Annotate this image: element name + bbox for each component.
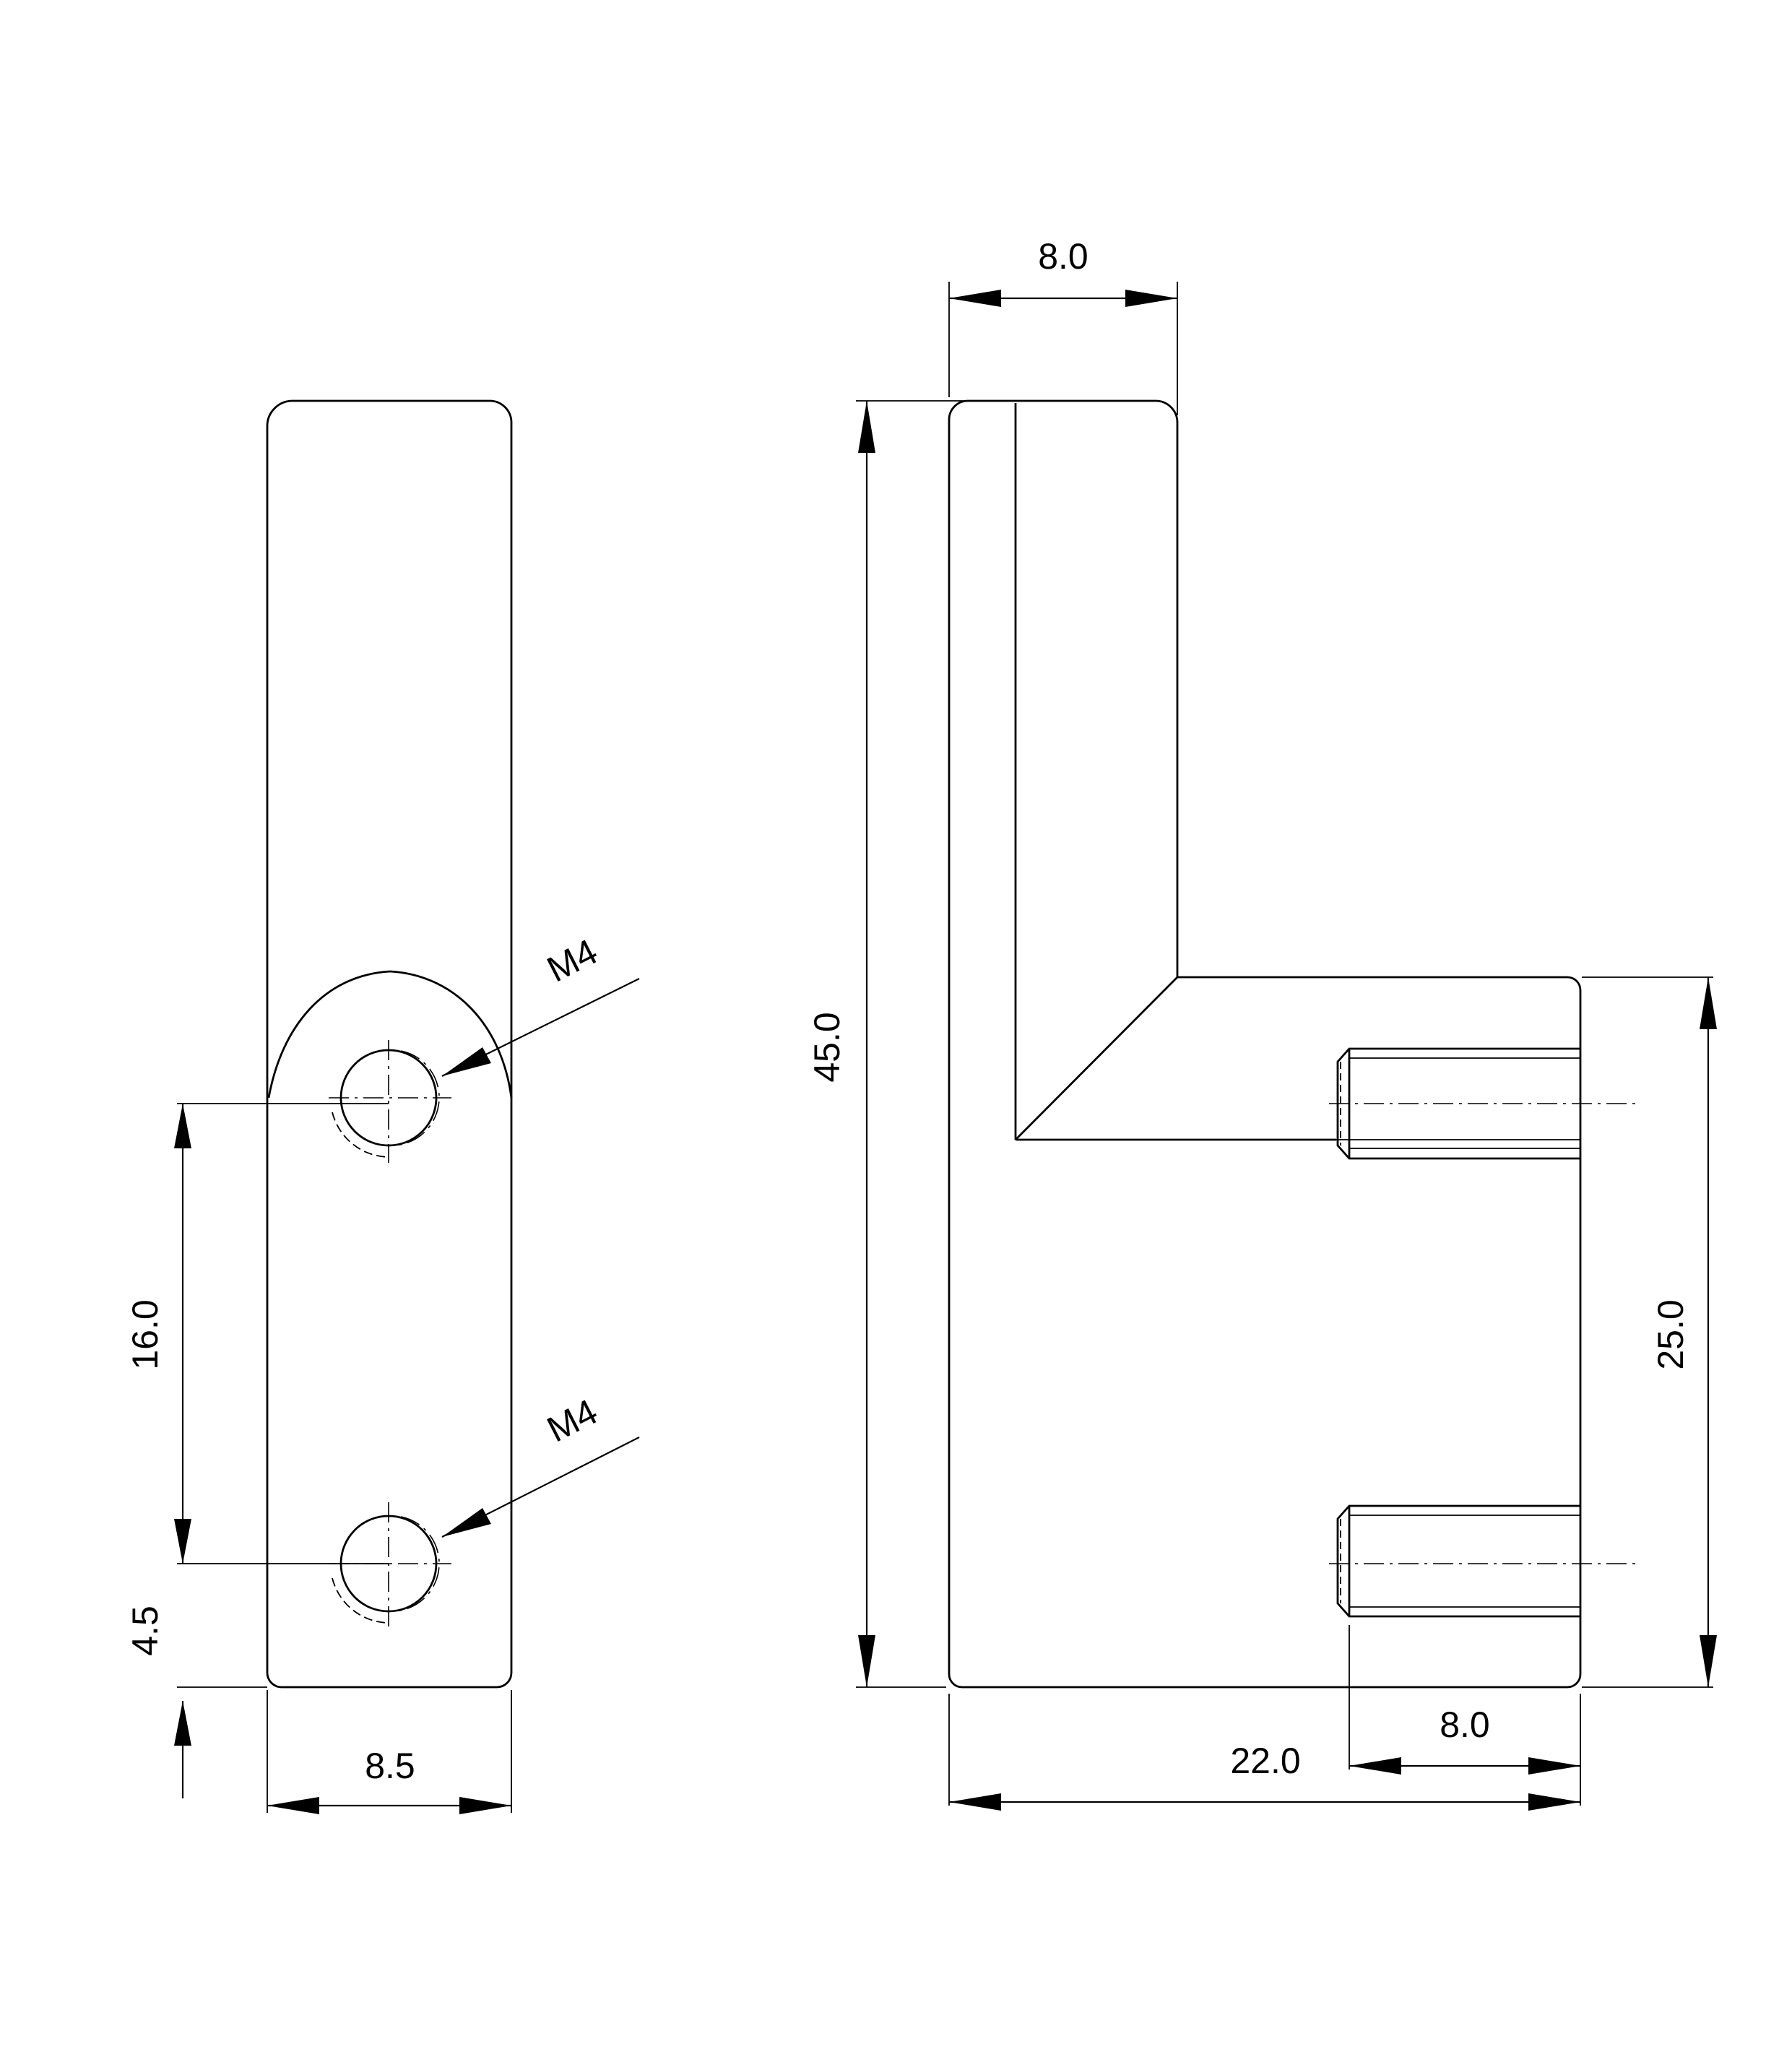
dim-total-width-label: 22.0: [1230, 1741, 1300, 1781]
right-view: 8.0 45.0 25.0 8.0 22.0: [807, 236, 1717, 1811]
thread-callout-upper: M4: [441, 931, 640, 1077]
chamfer-edge: [1015, 976, 1178, 1140]
dim-width-label: 8.5: [365, 1746, 415, 1786]
dim-total-width: 22.0: [949, 1741, 1580, 1811]
dim-thread-depth-label: 8.0: [1440, 1704, 1490, 1745]
upper-hole: [329, 1040, 451, 1163]
upper-threaded-hole: [1329, 1047, 1638, 1160]
dim-thread-depth: 8.0: [1349, 1704, 1580, 1775]
dim-bottom-offset: 4.5: [125, 1606, 191, 1798]
right-view-outline: [948, 399, 1582, 1689]
dim-base-height: 25.0: [1650, 977, 1717, 1687]
lower-hole: [329, 1502, 451, 1629]
dim-top-width-label: 8.0: [1038, 236, 1088, 277]
thread-callout-lower-label: M4: [541, 1391, 604, 1450]
dim-hole-spacing: 16.0: [125, 1104, 191, 1564]
lower-threaded-hole: [1329, 1504, 1638, 1618]
dim-total-height-label: 45.0: [807, 1012, 847, 1082]
thread-callout-upper-label: M4: [541, 931, 604, 989]
left-view-lobe-arc: [267, 970, 513, 1099]
dim-base-height-label: 25.0: [1650, 1299, 1691, 1369]
dim-bottom-offset-label: 4.5: [125, 1606, 165, 1656]
thread-callout-lower: M4: [441, 1391, 640, 1538]
dim-total-height: 45.0: [807, 401, 875, 1687]
dim-hole-spacing-label: 16.0: [125, 1299, 165, 1369]
dim-width: 8.5: [267, 1746, 511, 1814]
left-view: 16.0 4.5 8.5 M4 M4: [125, 399, 640, 1814]
left-view-outline: [266, 399, 513, 1689]
dim-top-width: 8.0: [949, 236, 1177, 307]
